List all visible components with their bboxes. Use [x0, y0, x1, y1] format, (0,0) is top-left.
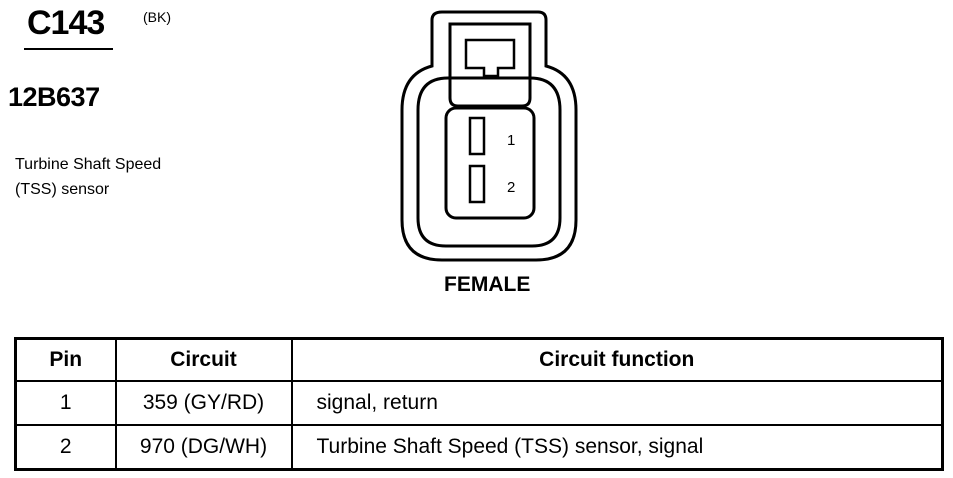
header-circuit: Circuit [114, 337, 293, 382]
pin-2-terminal [468, 164, 486, 204]
cell-circuit: 359 (GY/RD) [114, 380, 293, 426]
connector-view-label: FEMALE [444, 273, 531, 296]
pin-cavity-block [444, 106, 536, 220]
pin-1-label: 1 [507, 132, 515, 149]
connector-id-underline [24, 48, 113, 50]
table-row: 2 970 (DG/WH) Turbine Shaft Speed (TSS) … [14, 424, 944, 471]
cell-pin: 1 [14, 380, 117, 426]
cell-pin: 2 [14, 424, 117, 471]
connector-color-code: (BK) [143, 9, 171, 25]
connector-description-line2: (TSS) sensor [15, 181, 110, 198]
header-pin: Pin [14, 337, 117, 382]
connector-latch [448, 22, 532, 108]
pinout-table: Pin Circuit Circuit function 1 359 (GY/R… [14, 337, 944, 471]
connector-latch-tab [464, 38, 516, 78]
part-number: 12B637 [8, 82, 100, 112]
cell-circuit-function: Turbine Shaft Speed (TSS) sensor, signal [290, 424, 944, 471]
pin-2-label: 2 [507, 179, 515, 196]
table-header-row: Pin Circuit Circuit function [14, 337, 944, 382]
connector-face-diagram: 1 2 [400, 10, 578, 262]
connector-outer-housing [400, 10, 578, 262]
connector-inner-housing [416, 76, 562, 248]
connector-id: C143 [27, 4, 105, 42]
header-circuit-function: Circuit function [290, 337, 944, 382]
table-row: 1 359 (GY/RD) signal, return [14, 380, 944, 426]
cell-circuit-function: signal, return [290, 380, 944, 426]
pin-1-terminal [468, 116, 486, 156]
connector-description-line1: Turbine Shaft Speed [15, 156, 162, 173]
cell-circuit: 970 (DG/WH) [114, 424, 293, 471]
